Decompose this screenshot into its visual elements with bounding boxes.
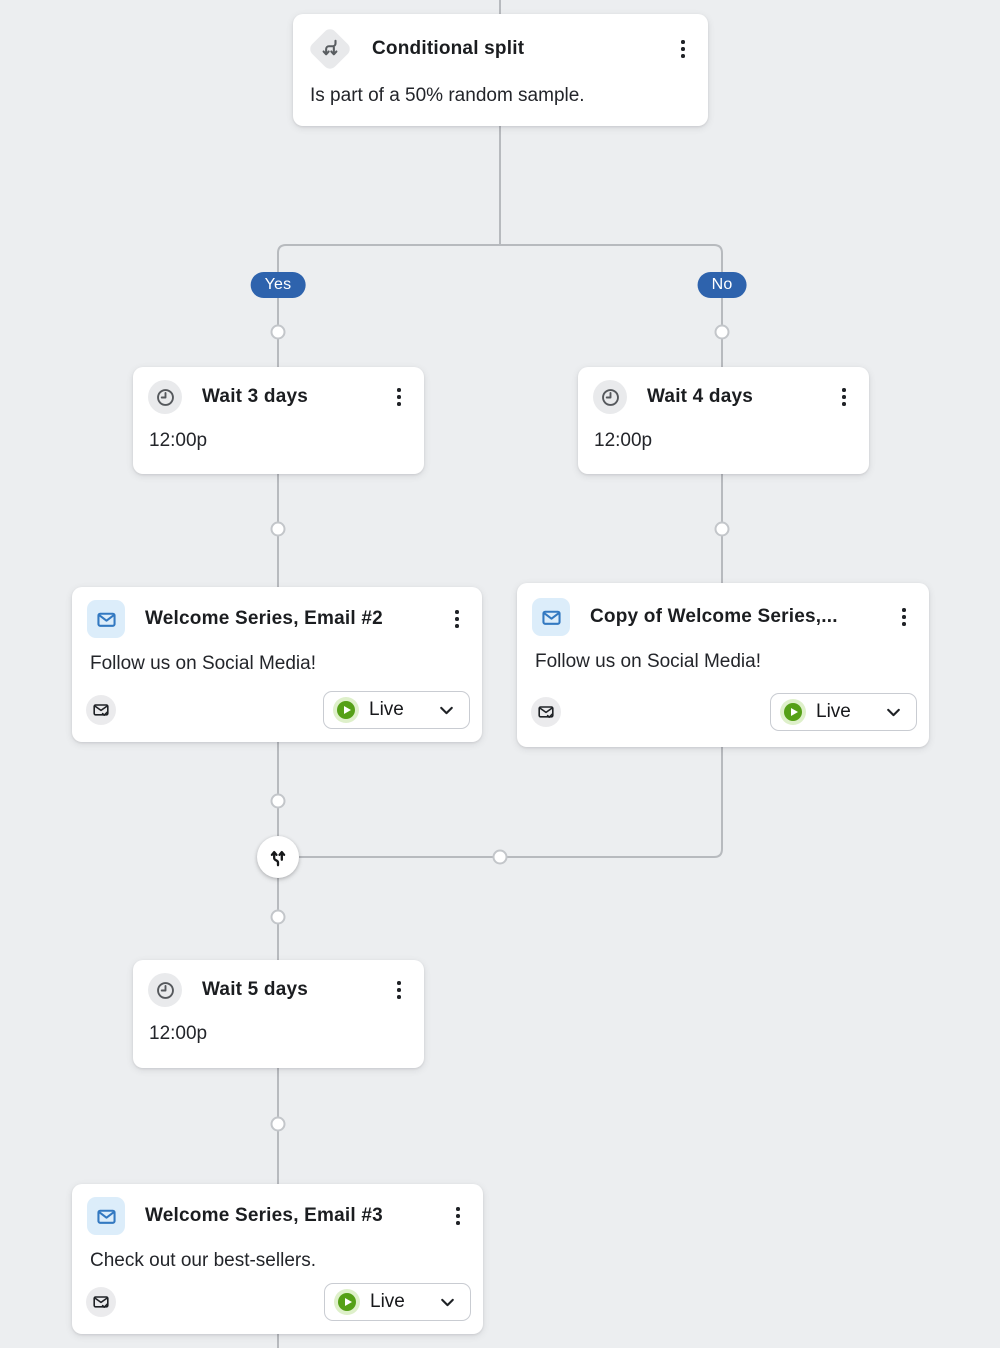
connector-ports [270, 324, 730, 1132]
conditional-split-node[interactable]: Conditional split Is part of a 50% rando… [293, 14, 708, 126]
chevron-down-icon [437, 701, 456, 720]
more-menu-button[interactable] [388, 974, 410, 1005]
card-header: Conditional split [293, 14, 708, 72]
email-subject: Follow us on Social Media! [535, 651, 761, 672]
node-title: Welcome Series, Email #3 [145, 1205, 383, 1226]
card-footer: Live [72, 691, 482, 742]
conditional-split-icon [307, 26, 353, 72]
branch-label-yes: Yes [250, 272, 306, 298]
card-footer: Live [517, 693, 929, 747]
email-icon [87, 1197, 125, 1235]
node-title: Welcome Series, Email #2 [145, 608, 383, 629]
chevron-down-icon [884, 703, 903, 722]
clock-icon [593, 380, 627, 414]
wait-time: 12:00p [149, 430, 208, 451]
card-footer: Live [72, 1283, 483, 1334]
card-header: Copy of Welcome Series,... [517, 583, 929, 636]
email-icon [532, 598, 570, 636]
email-subject: Follow us on Social Media! [90, 653, 316, 674]
merge-arrows-icon [270, 850, 286, 867]
status-dropdown[interactable]: Live [323, 691, 470, 729]
email-sent-check-icon [531, 697, 561, 727]
more-menu-button[interactable] [833, 381, 855, 412]
email-sent-check-icon [86, 695, 116, 725]
node-description: Is part of a 50% random sample. [310, 85, 585, 106]
card-header: Wait 4 days [578, 367, 869, 414]
card-header: Wait 5 days [133, 960, 424, 1007]
status-label: Live [369, 699, 404, 720]
card-header: Welcome Series, Email #2 [72, 587, 482, 638]
email-node-final[interactable]: Welcome Series, Email #3 Check out our b… [72, 1184, 483, 1334]
branch-label-no: No [697, 272, 747, 298]
card-header: Welcome Series, Email #3 [72, 1184, 483, 1235]
status-dropdown[interactable]: Live [770, 693, 917, 731]
wait-time: 12:00p [149, 1023, 208, 1044]
clock-icon [148, 380, 182, 414]
card-header: Wait 3 days [133, 367, 424, 414]
wait-node-yes[interactable]: Wait 3 days 12:00p [133, 367, 424, 474]
email-icon [87, 600, 125, 638]
wait-node-no[interactable]: Wait 4 days 12:00p [578, 367, 869, 474]
chevron-down-icon [438, 1293, 457, 1312]
clock-icon [148, 973, 182, 1007]
node-title: Conditional split [372, 38, 525, 59]
wait-node-merged[interactable]: Wait 5 days 12:00p [133, 960, 424, 1068]
node-title: Wait 4 days [647, 386, 754, 407]
more-menu-button[interactable] [893, 601, 915, 632]
live-play-icon [337, 701, 355, 719]
live-play-icon [338, 1293, 356, 1311]
status-dropdown[interactable]: Live [324, 1283, 471, 1321]
more-menu-button[interactable] [447, 1200, 469, 1231]
node-title: Wait 3 days [202, 386, 309, 407]
live-play-icon [784, 703, 802, 721]
merge-paths-node[interactable] [257, 836, 299, 878]
more-menu-button[interactable] [388, 381, 410, 412]
wait-time: 12:00p [594, 430, 653, 451]
status-label: Live [816, 701, 851, 722]
node-title: Wait 5 days [202, 979, 309, 1000]
more-menu-button[interactable] [446, 603, 468, 634]
email-node-yes[interactable]: Welcome Series, Email #2 Follow us on So… [72, 587, 482, 742]
email-subject: Check out our best-sellers. [90, 1250, 316, 1271]
status-label: Live [370, 1291, 405, 1312]
email-sent-check-icon [86, 1287, 116, 1317]
email-node-no[interactable]: Copy of Welcome Series,... Follow us on … [517, 583, 929, 747]
node-title: Copy of Welcome Series,... [590, 606, 838, 627]
more-menu-button[interactable] [672, 33, 694, 64]
